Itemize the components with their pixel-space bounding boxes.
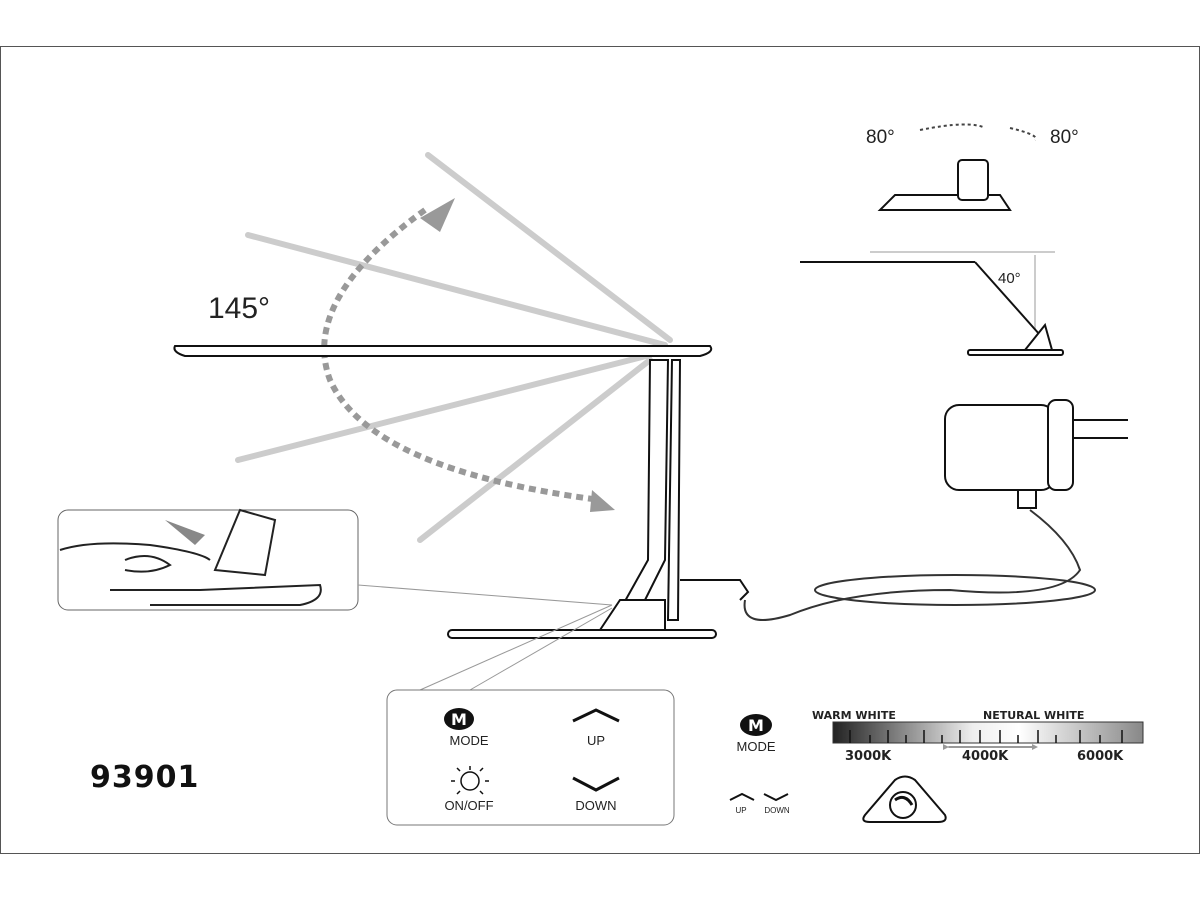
tilt-angle-label: 145° [208, 292, 270, 325]
rotate-left-label: 80° [866, 127, 895, 148]
main-lamp [173, 345, 717, 639]
legend-up-label: UP [735, 806, 746, 815]
mode-icon-letter: M [748, 716, 764, 735]
mode-icon [444, 708, 474, 730]
down-label: DOWN [575, 798, 616, 813]
legend-mode-label: MODE [737, 739, 776, 754]
rotation-view [877, 123, 1037, 211]
color-temperature-bar [832, 721, 1144, 744]
control-panel [386, 689, 675, 826]
cct-6000k-label: 6000K [1077, 749, 1124, 764]
power-plug [680, 579, 750, 601]
press-arrow-icon [165, 520, 205, 545]
rotate-right-label: 80° [1050, 127, 1079, 148]
warm-white-label: WARM WHITE [812, 709, 896, 722]
arrow-up-head [420, 198, 455, 232]
cct-3000k-label: 3000K [845, 749, 892, 764]
on-off-label: ON/OFF [444, 798, 493, 813]
hand-illustration [59, 508, 322, 606]
power-adapter-icon [944, 399, 1128, 509]
rotation-arc [321, 207, 601, 503]
chevron-up-icon [572, 708, 620, 723]
sun-icon [451, 766, 489, 795]
ghost-lamp-heads [235, 152, 673, 543]
chevron-down-icon [572, 776, 620, 792]
model-number: 93901 [90, 760, 200, 795]
up-label: UP [587, 733, 605, 748]
legend-down-label: DOWN [764, 806, 790, 815]
mode-label: MODE [450, 733, 489, 748]
mode-icon [740, 714, 772, 736]
cct-ticks [849, 730, 1123, 743]
dial-icon [862, 775, 947, 823]
cct-4000k-label: 4000K [962, 749, 1009, 764]
touch-inset [57, 509, 359, 611]
arrow-down-head [590, 490, 615, 512]
arm-view [800, 251, 1064, 356]
neutral-white-label: NETURAL WHITE [983, 709, 1084, 722]
power-cable [743, 509, 1082, 621]
arm-angle-label: 40° [998, 270, 1021, 287]
chevron-up-icon [729, 792, 755, 801]
chevron-down-icon [763, 793, 789, 802]
mode-icon-letter: M [451, 710, 467, 729]
